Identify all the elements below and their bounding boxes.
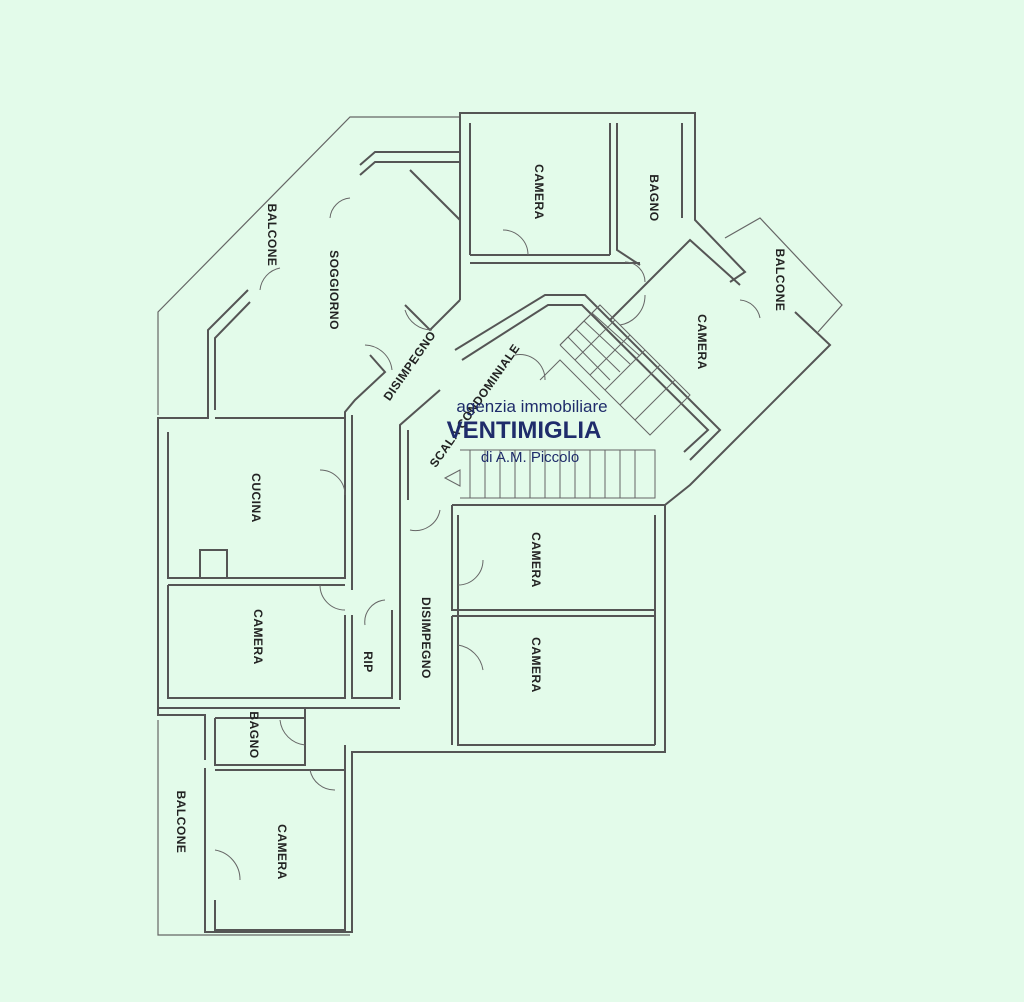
label-camera-mid-right: CAMERA [529, 532, 543, 588]
label-balcone-right: BALCONE [773, 249, 787, 312]
watermark-line1: agenzia immobiliare [456, 397, 607, 416]
label-bagno-low: BAGNO [247, 711, 261, 758]
label-disimpegno-lower: DISIMPEGNO [419, 597, 433, 679]
label-camera-low-right: CAMERA [529, 637, 543, 693]
label-camera-top: CAMERA [532, 164, 546, 220]
label-camera-right: CAMERA [695, 314, 709, 370]
label-soggiorno: SOGGIORNO [327, 250, 341, 330]
watermark-line3: di A.M. Piccolo [481, 449, 579, 466]
doors [214, 197, 761, 881]
label-balcone-left: BALCONE [174, 791, 188, 854]
label-camera-left: CAMERA [251, 609, 265, 665]
label-camera-bottom: CAMERA [275, 824, 289, 880]
label-bagno-top: BAGNO [647, 174, 661, 221]
agency-watermark: agenzia immobiliare VENTIMIGLIA di A.M. … [447, 397, 608, 466]
interior-walls [158, 123, 741, 931]
label-rip: RIP [361, 651, 375, 673]
watermark-line2: VENTIMIGLIA [447, 417, 602, 444]
balcony-outline [157, 116, 843, 936]
room-labels: BALCONE SOGGIORNO CAMERA BAGNO BALCONE C… [174, 164, 787, 880]
label-balcone-top: BALCONE [265, 204, 279, 267]
label-cucina: CUCINA [249, 473, 263, 523]
label-disimpegno-upper: DISIMPEGNO [381, 328, 439, 403]
stair-treads [443, 304, 691, 499]
exterior-walls [157, 112, 832, 933]
